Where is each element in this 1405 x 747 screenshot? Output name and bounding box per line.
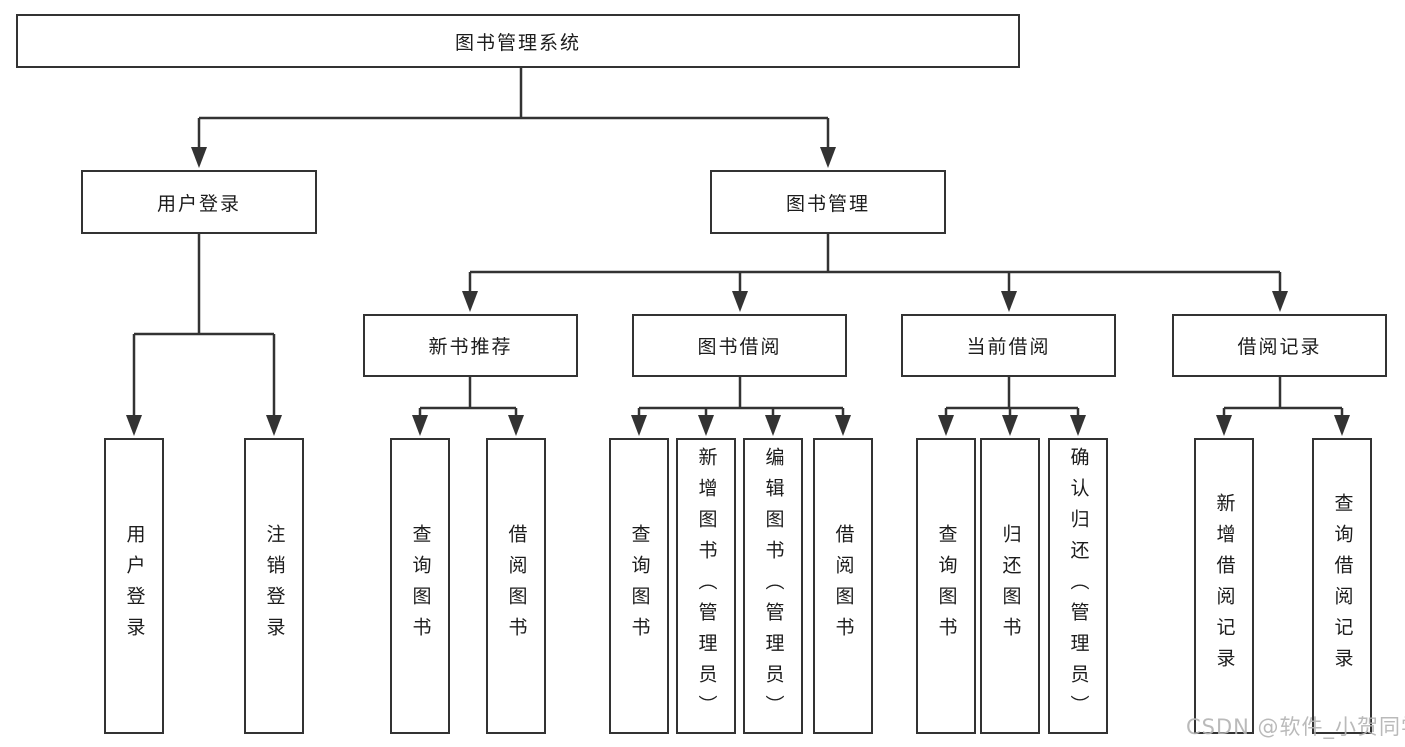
leaf-newbook-query-books: 查询图书	[390, 438, 450, 734]
leaf-label: 查询图书	[935, 524, 958, 648]
node-current-borrow: 当前借阅	[901, 314, 1116, 377]
node-book-management-module: 图书管理	[710, 170, 946, 234]
node-label: 当前借阅	[966, 336, 1051, 358]
node-root-system: 图书管理系统	[16, 14, 1020, 68]
leaf-label: 新增图书（管理员）	[695, 446, 718, 726]
leaf-newbook-borrow-books: 借阅图书	[486, 438, 546, 734]
leaf-label: 查询借阅记录	[1331, 493, 1354, 679]
node-book-borrow: 图书借阅	[632, 314, 847, 377]
leaf-borrow-query-books: 查询图书	[609, 438, 669, 734]
node-user-login-module: 用户登录	[81, 170, 317, 234]
leaf-record-add-borrow-record: 新增借阅记录	[1194, 438, 1254, 734]
csdn-watermark: CSDN @软件_小贺同学	[1186, 715, 1405, 739]
leaf-label: 查询图书	[628, 524, 651, 648]
leaf-current-query-books: 查询图书	[916, 438, 976, 734]
leaf-current-return-books: 归还图书	[980, 438, 1040, 734]
leaf-label: 确认归还（管理员）	[1067, 446, 1090, 726]
connector-borrow-record-children	[1222, 377, 1344, 417]
leaf-label: 借阅图书	[832, 524, 855, 648]
connector-current-borrow-children	[944, 377, 1080, 417]
leaf-label: 查询图书	[409, 524, 432, 648]
leaf-label: 用户登录	[123, 524, 146, 648]
connector-new-book-children	[418, 377, 518, 417]
node-label: 借阅记录	[1237, 336, 1322, 358]
node-label: 图书管理	[785, 192, 870, 215]
connector-book-mgmt-groups	[468, 234, 1282, 294]
leaf-borrow-borrow-books: 借阅图书	[813, 438, 873, 734]
leaf-record-query-borrow-record: 查询借阅记录	[1312, 438, 1372, 734]
node-label: 用户登录	[156, 192, 241, 215]
leaf-borrow-edit-books-admin: 编辑图书（管理员）	[743, 438, 803, 734]
leaf-current-confirm-return-admin: 确认归还（管理员）	[1048, 438, 1108, 734]
leaf-label: 借阅图书	[505, 524, 528, 648]
leaf-logout: 注销登录	[244, 438, 304, 734]
connector-root-to-modules	[197, 68, 830, 149]
node-label: 新书推荐	[428, 336, 513, 358]
node-new-book-recommend: 新书推荐	[363, 314, 578, 377]
leaf-label: 新增借阅记录	[1213, 493, 1236, 679]
connector-book-borrow-children	[637, 377, 845, 417]
leaf-label: 注销登录	[263, 524, 286, 648]
leaf-label: 编辑图书（管理员）	[762, 446, 785, 726]
leaf-label: 归还图书	[999, 524, 1022, 648]
leaf-borrow-add-books-admin: 新增图书（管理员）	[676, 438, 736, 734]
node-label: 图书借阅	[697, 336, 782, 358]
connector-user-login-children	[132, 234, 276, 417]
leaf-user-login: 用户登录	[104, 438, 164, 734]
node-root-label: 图书管理系统	[454, 31, 581, 54]
node-borrow-record: 借阅记录	[1172, 314, 1387, 377]
